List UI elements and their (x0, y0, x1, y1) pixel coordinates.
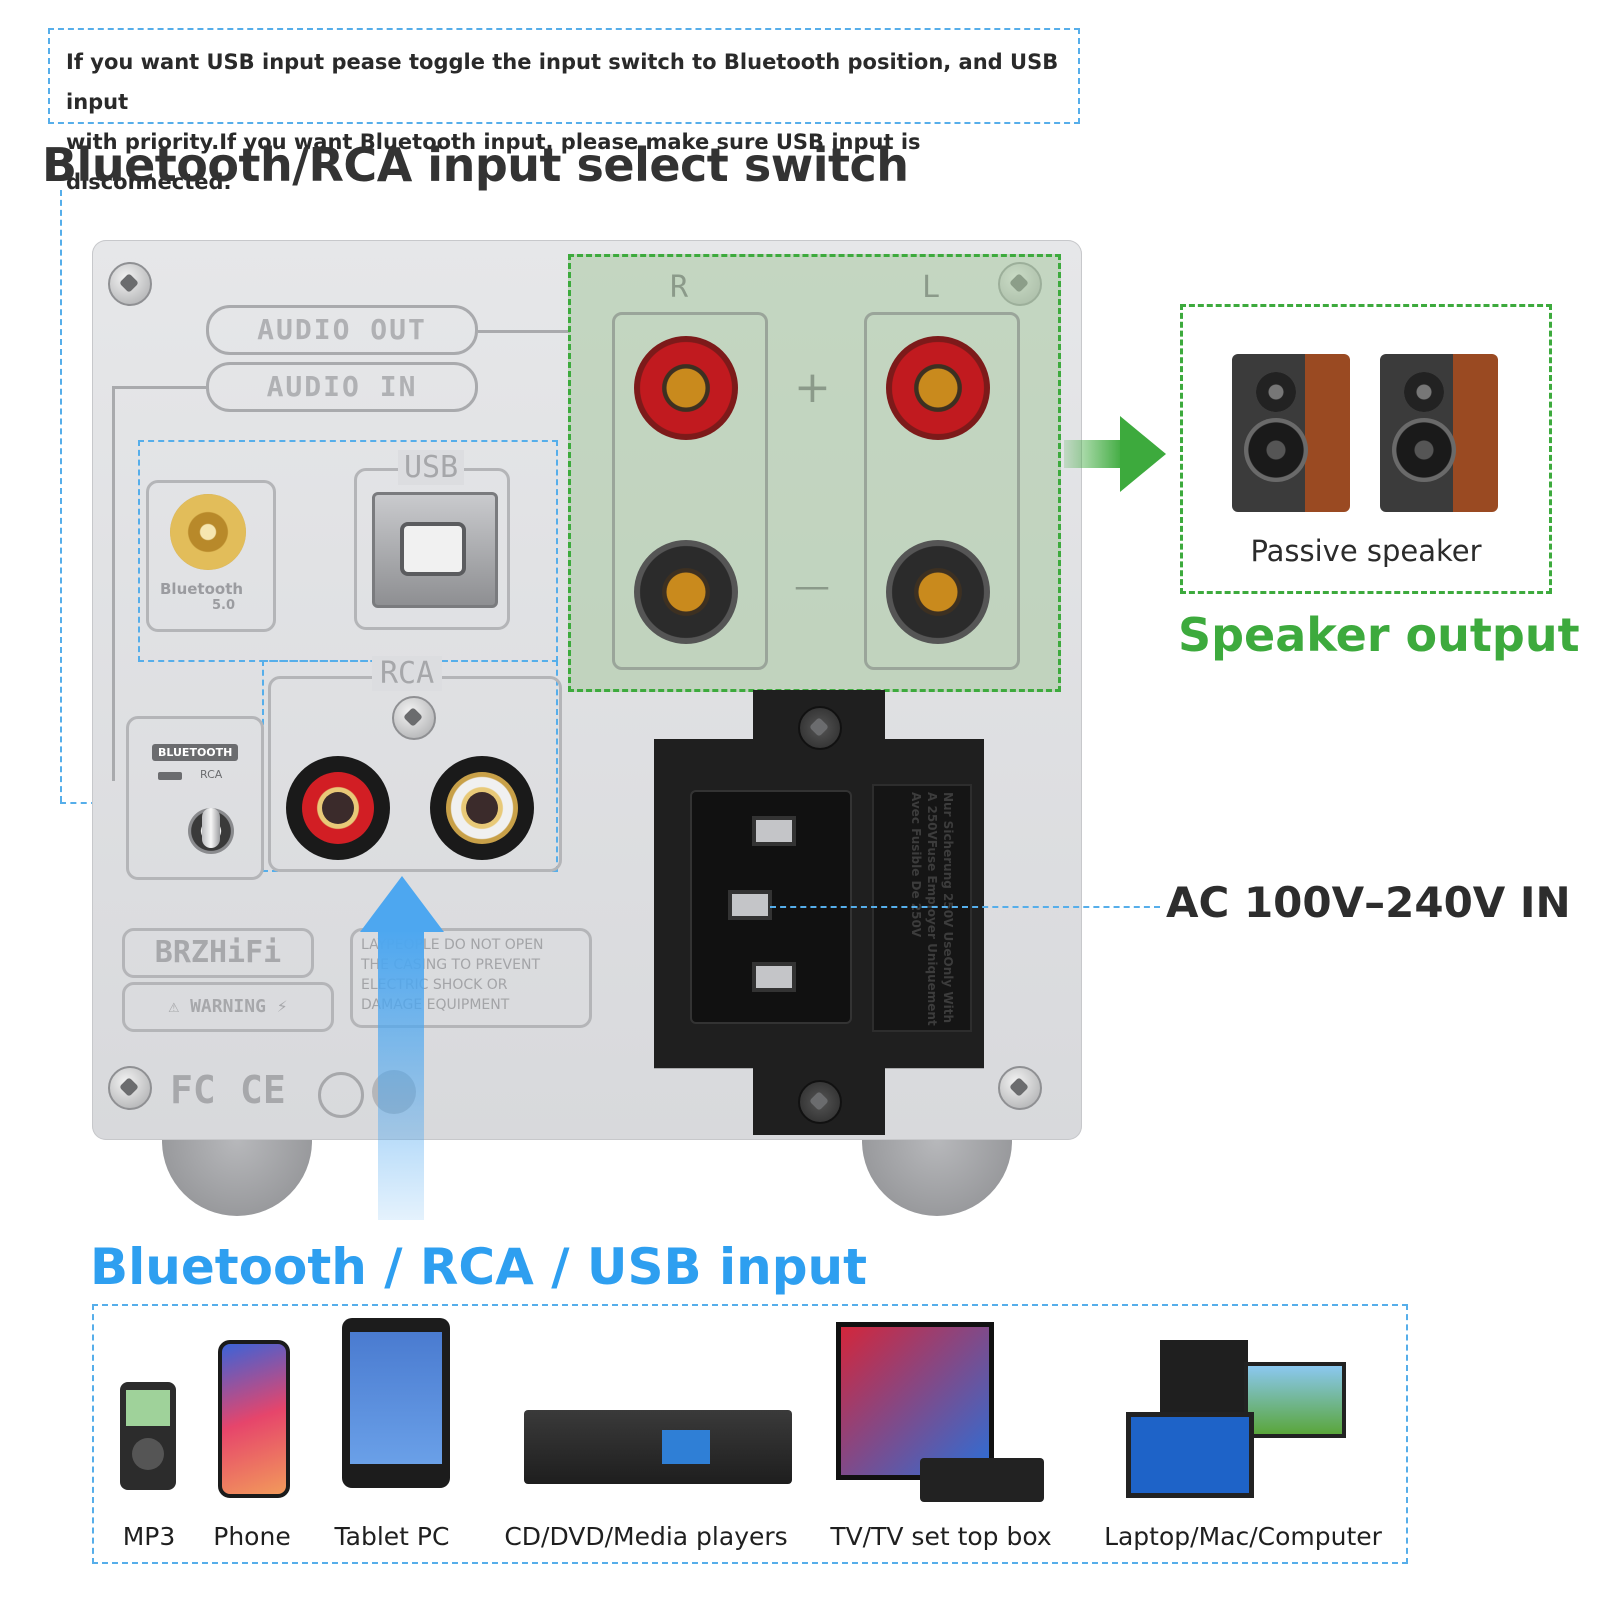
note-line-1: If you want USB input pease toggle the i… (66, 50, 1059, 114)
output-arrow-icon (1064, 440, 1124, 468)
bluetooth-logo-text: Bluetooth (160, 580, 244, 598)
passive-speaker-label: Passive speaker (1250, 534, 1482, 568)
rubber-foot (162, 1140, 312, 1216)
usb-label: USB (398, 450, 465, 485)
power-screw-icon (798, 706, 842, 750)
input-select-switch-box (126, 716, 264, 880)
input-devices-box (92, 1304, 1408, 1564)
ac-input-label: AC 100V–240V IN (1166, 878, 1571, 927)
monitor-icon (1244, 1362, 1346, 1438)
toggle-lever (202, 808, 220, 848)
tv-icon (836, 1322, 994, 1480)
input-switch-heading: Bluetooth/RCA input select switch (42, 138, 909, 192)
minus-symbol: — (794, 566, 830, 607)
bluetooth-antenna-connector (170, 494, 246, 570)
rca-right-jack[interactable] (286, 756, 390, 860)
warning-text: WARNING (190, 996, 266, 1017)
note-line-2: with priority.If you want Bluetooth inpu… (66, 130, 921, 194)
left-negative-binding-post[interactable] (886, 540, 990, 644)
warning-badge: ⚠ WARNING ⚡ (122, 982, 334, 1032)
terminal-left-frame (864, 312, 1020, 670)
audio-out-label: AUDIO OUT (206, 305, 478, 355)
laptop-icon (1126, 1412, 1254, 1498)
rca-screw-icon (392, 696, 436, 740)
device-label-tv: TV/TV set top box (830, 1522, 1052, 1551)
brand-logo: BRZHiFi (122, 928, 314, 978)
speaker-output-heading: Speaker output (1178, 608, 1580, 662)
plus-symbol: + (794, 362, 831, 413)
mp3-player-icon (120, 1382, 176, 1490)
iec-pin (752, 962, 796, 992)
fcc-logo: FC (170, 1068, 216, 1112)
ce-logo: CE (240, 1068, 286, 1112)
panel-screw-icon (108, 262, 152, 306)
fuse-drawer-text: Nur Sicherung 250V UseOnly With A 250VFu… (909, 792, 955, 1026)
bluetooth-antenna-box (146, 480, 276, 632)
audio-out-connector-line (478, 330, 570, 333)
device-label-media-players: CD/DVD/Media players (504, 1522, 788, 1551)
usb-b-port-socket (404, 526, 462, 572)
panel-screw-icon (108, 1066, 152, 1110)
lightning-icon: ⚡ (276, 996, 288, 1017)
fuse-drawer[interactable]: Nur Sicherung 250V UseOnly With A 250VFu… (872, 784, 972, 1032)
terminal-right-label: R (670, 270, 689, 305)
output-arrow-head-icon (1120, 416, 1166, 492)
panel-screw-icon (998, 1066, 1042, 1110)
power-screw-icon (798, 1080, 842, 1124)
device-label-phone: Phone (213, 1522, 291, 1551)
audio-in-bracket (112, 386, 209, 781)
right-positive-binding-post[interactable] (634, 336, 738, 440)
speaker-right-icon (1380, 354, 1498, 512)
device-label-mp3: MP3 (122, 1522, 176, 1551)
set-top-box-icon (920, 1458, 1044, 1502)
terminal-right-frame (612, 312, 768, 670)
phone-icon (218, 1340, 290, 1498)
speaker-left-icon (1232, 354, 1350, 512)
input-arrow-icon (378, 930, 424, 1220)
device-label-computer: Laptop/Mac/Computer (1104, 1522, 1382, 1551)
switch-bluetooth-label: BLUETOOTH (152, 744, 239, 761)
media-player-icon (524, 1410, 792, 1484)
left-positive-binding-post[interactable] (886, 336, 990, 440)
switch-rca-label: RCA (200, 768, 223, 781)
iec-pin (728, 890, 772, 920)
input-sources-heading: Bluetooth / RCA / USB input (90, 1238, 868, 1296)
passive-speaker-box (1180, 304, 1552, 594)
switch-leader-line (60, 190, 62, 802)
ac-leader-line (770, 906, 1160, 908)
audio-in-label: AUDIO IN (206, 362, 478, 412)
ccc-logo-icon (318, 1072, 364, 1118)
terminal-left-label: L (922, 270, 941, 305)
right-negative-binding-post[interactable] (634, 540, 738, 644)
rubber-foot (862, 1140, 1012, 1216)
switch-bluetooth-plug-icon (158, 772, 182, 780)
tablet-icon (342, 1318, 450, 1488)
bluetooth-version-text: 5.0 (212, 598, 236, 613)
iec-pin (752, 816, 796, 846)
usb-input-note: If you want USB input pease toggle the i… (48, 28, 1080, 194)
input-arrow-head-icon (360, 876, 444, 932)
rca-label: RCA (372, 656, 443, 691)
rca-left-jack[interactable] (430, 756, 534, 860)
warning-icon: ⚠ (168, 996, 180, 1017)
device-label-tablet: Tablet PC (334, 1522, 450, 1551)
